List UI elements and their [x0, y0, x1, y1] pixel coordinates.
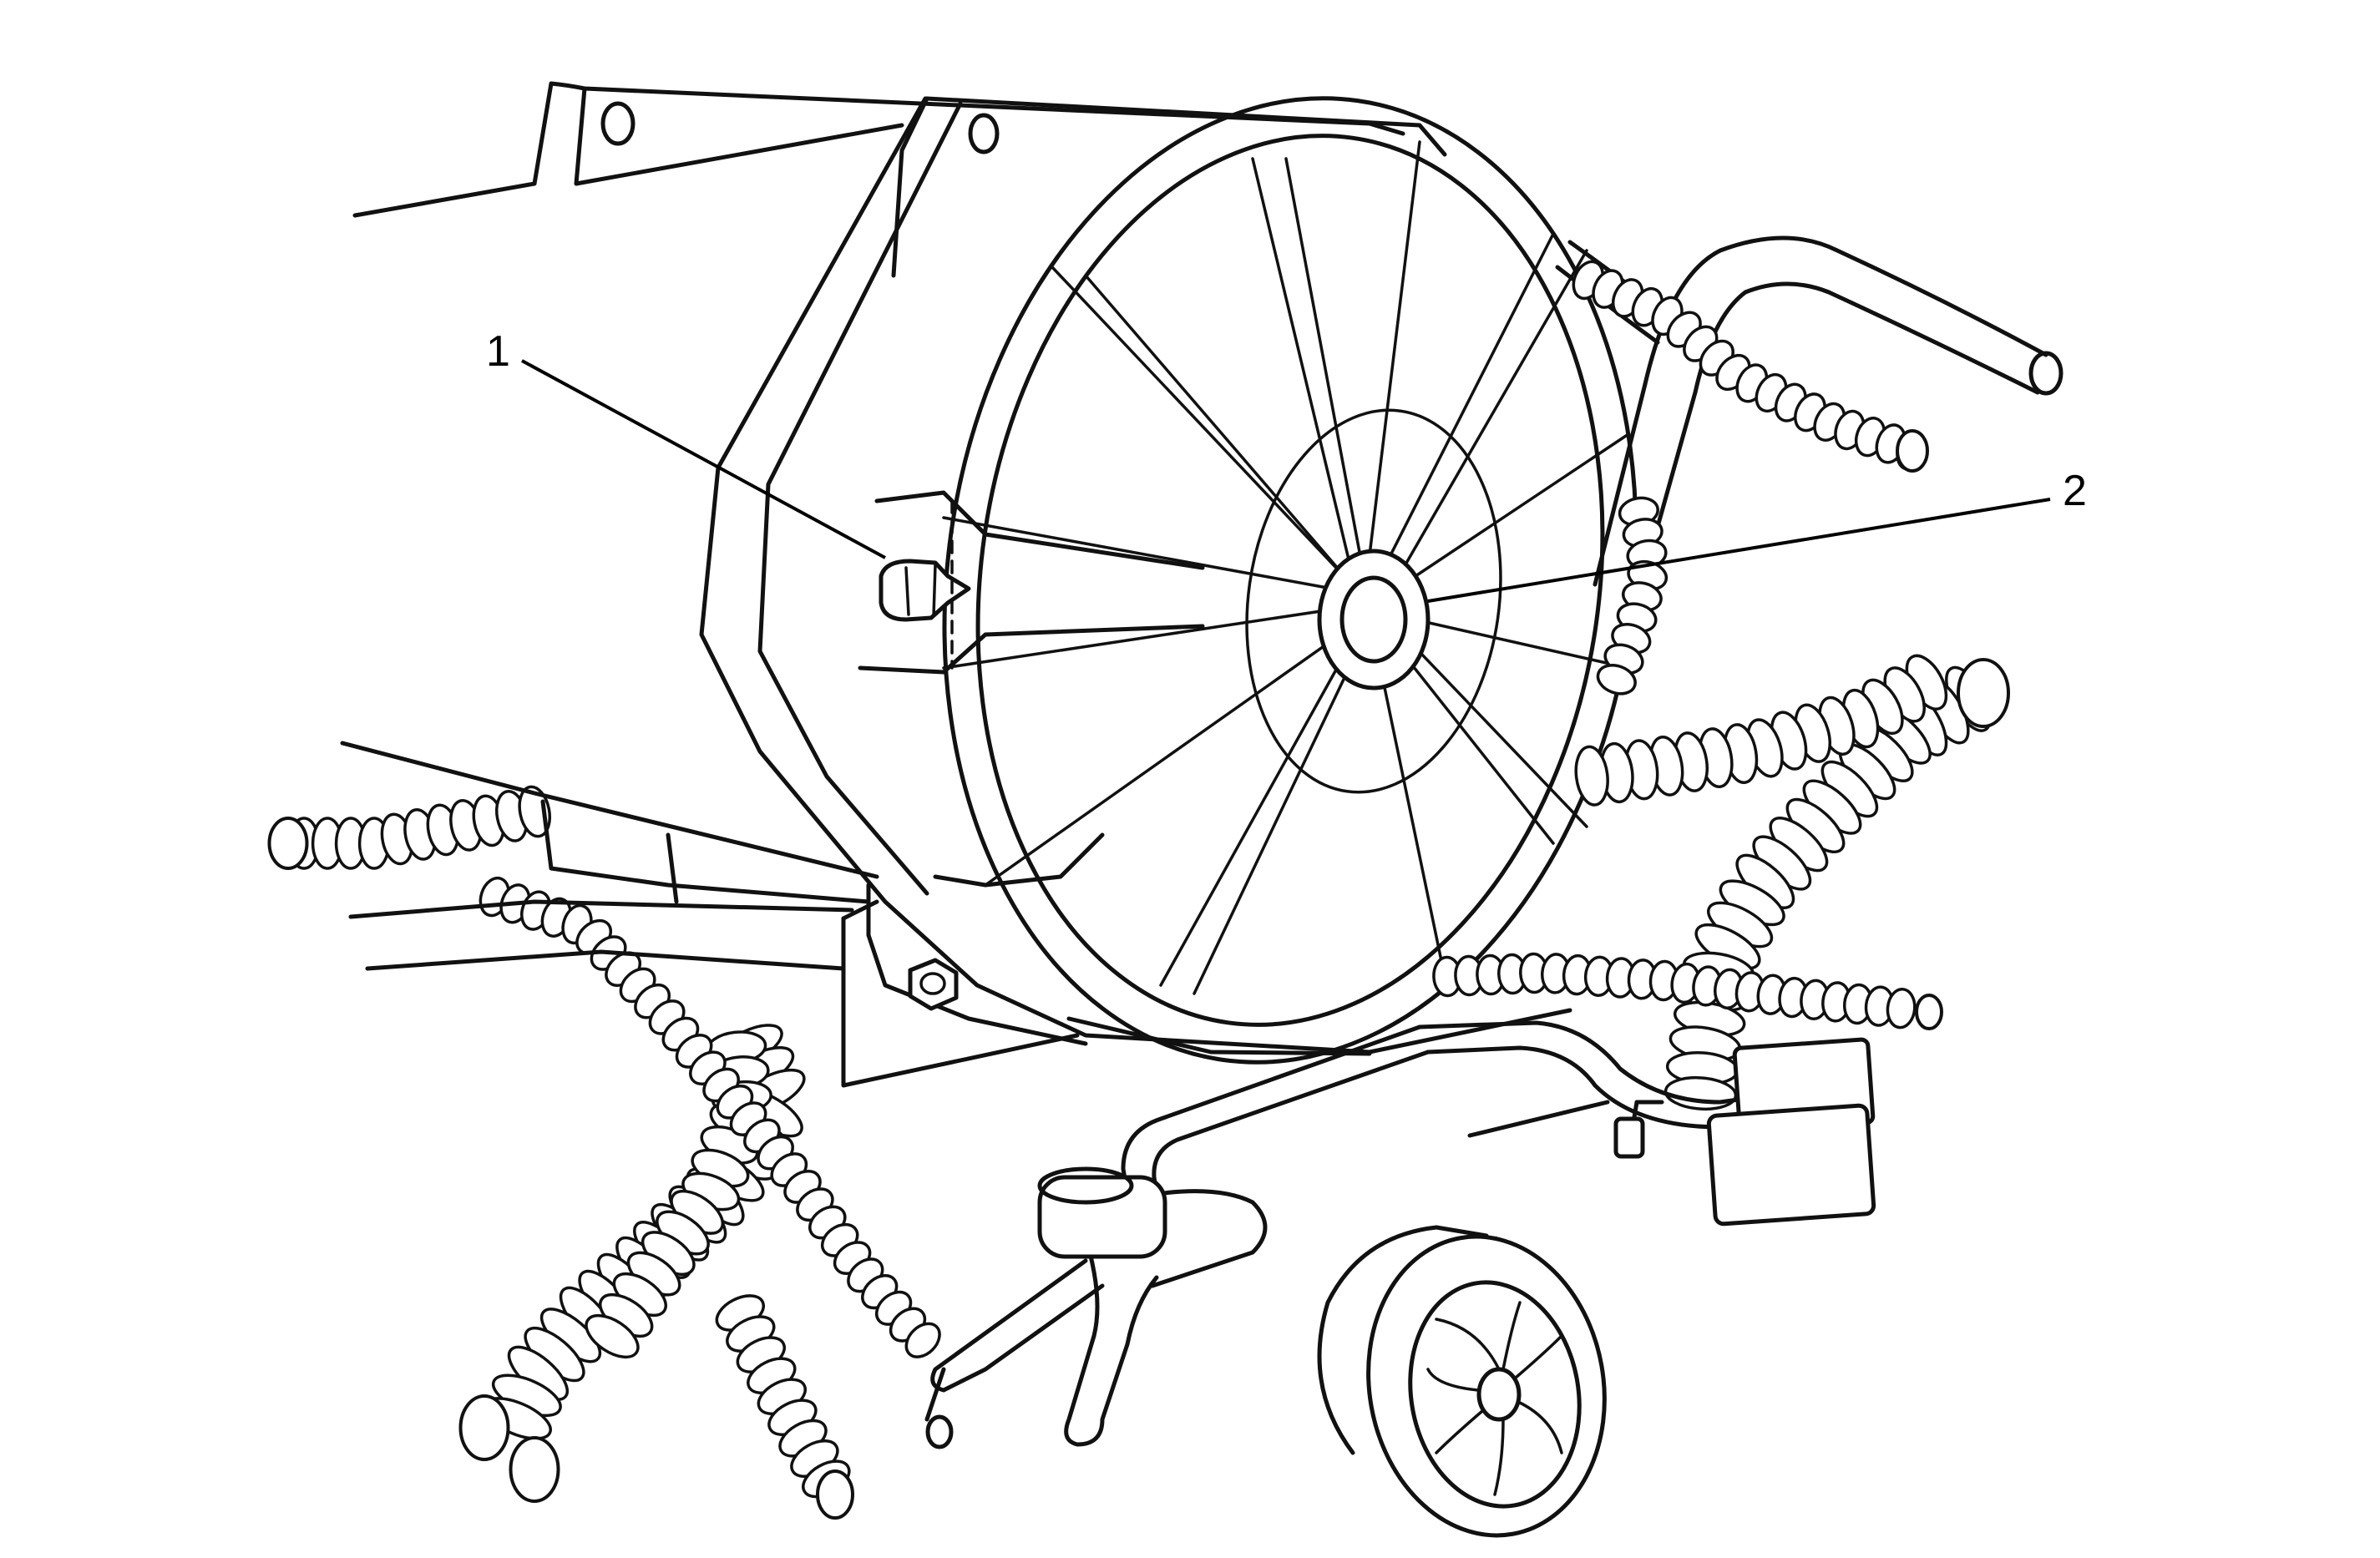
electrical-connectors	[1467, 1037, 1876, 1227]
harness-end	[1896, 429, 1929, 473]
harness-ring	[1574, 745, 1609, 807]
harness-ring	[1596, 664, 1637, 696]
callouts: 1 2	[486, 327, 2087, 603]
corrugated-harness-left	[458, 1024, 854, 1520]
harness-end	[816, 1469, 854, 1520]
harness-end	[1915, 994, 1943, 1030]
callout-1-leader	[521, 359, 886, 559]
corrugated-harness-upper-right	[1572, 260, 1929, 473]
harness-end	[1957, 658, 2010, 728]
corrugated-harness-right	[1574, 496, 2010, 1111]
fan-grille	[942, 140, 1630, 995]
harness-end	[267, 817, 309, 870]
harness-end	[509, 1436, 560, 1503]
harness-ring	[1886, 988, 1917, 1029]
corrugated-harness-left-top	[267, 785, 551, 870]
callout-2-label: 2	[2063, 467, 2087, 515]
retaining-clip	[879, 499, 971, 670]
lower-frame	[340, 741, 879, 971]
harness-end	[458, 1394, 510, 1461]
corrugated-harness-left-loop	[479, 876, 941, 1358]
callout-1-label: 1	[486, 327, 510, 376]
corrugated-harness-lower-middle	[1432, 952, 1943, 1030]
harness-ring	[518, 785, 551, 838]
harness-ring	[585, 1313, 640, 1359]
harness-ring	[904, 1322, 941, 1358]
coolant-tube	[924, 1020, 1840, 1449]
callout-2-leader	[1427, 498, 2051, 603]
mounting-bolt	[908, 958, 959, 1011]
pulley	[1317, 1225, 1607, 1538]
